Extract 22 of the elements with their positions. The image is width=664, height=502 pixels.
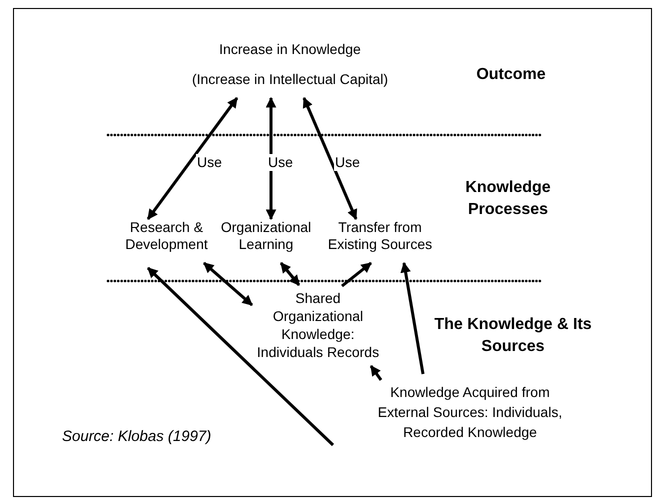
node-label: Organizational Learning xyxy=(220,219,312,253)
section-heading: Outcome xyxy=(475,65,547,85)
node-label: Knowledge Acquired from External Sources: Individuals, Recorded Knowledge xyxy=(376,383,564,442)
node-label: Transfer from Existing Sources xyxy=(326,219,434,253)
edge-label: Use xyxy=(334,154,361,171)
node-label: Shared Organizational Knowledge: Individuals Records xyxy=(256,289,380,361)
arrow xyxy=(280,262,300,286)
node-label: Increase in Knowledge xyxy=(219,41,361,58)
section-heading: Knowledge Processes xyxy=(464,178,552,220)
arrow xyxy=(266,96,276,220)
arrow xyxy=(146,97,238,220)
arrow xyxy=(341,262,372,288)
section-heading: The Knowledge & Its Sources xyxy=(433,315,593,357)
arrow xyxy=(370,365,382,381)
arrow xyxy=(203,262,253,306)
arrow xyxy=(146,266,334,446)
edge-label: Use xyxy=(267,154,294,171)
source-note: Source: Klobas (1997) xyxy=(62,428,212,446)
arrow xyxy=(302,97,358,220)
node-label: (Increase in Intellectual Capital) xyxy=(192,71,388,88)
node-label: Research & Development xyxy=(124,219,209,253)
arrow xyxy=(400,262,424,374)
